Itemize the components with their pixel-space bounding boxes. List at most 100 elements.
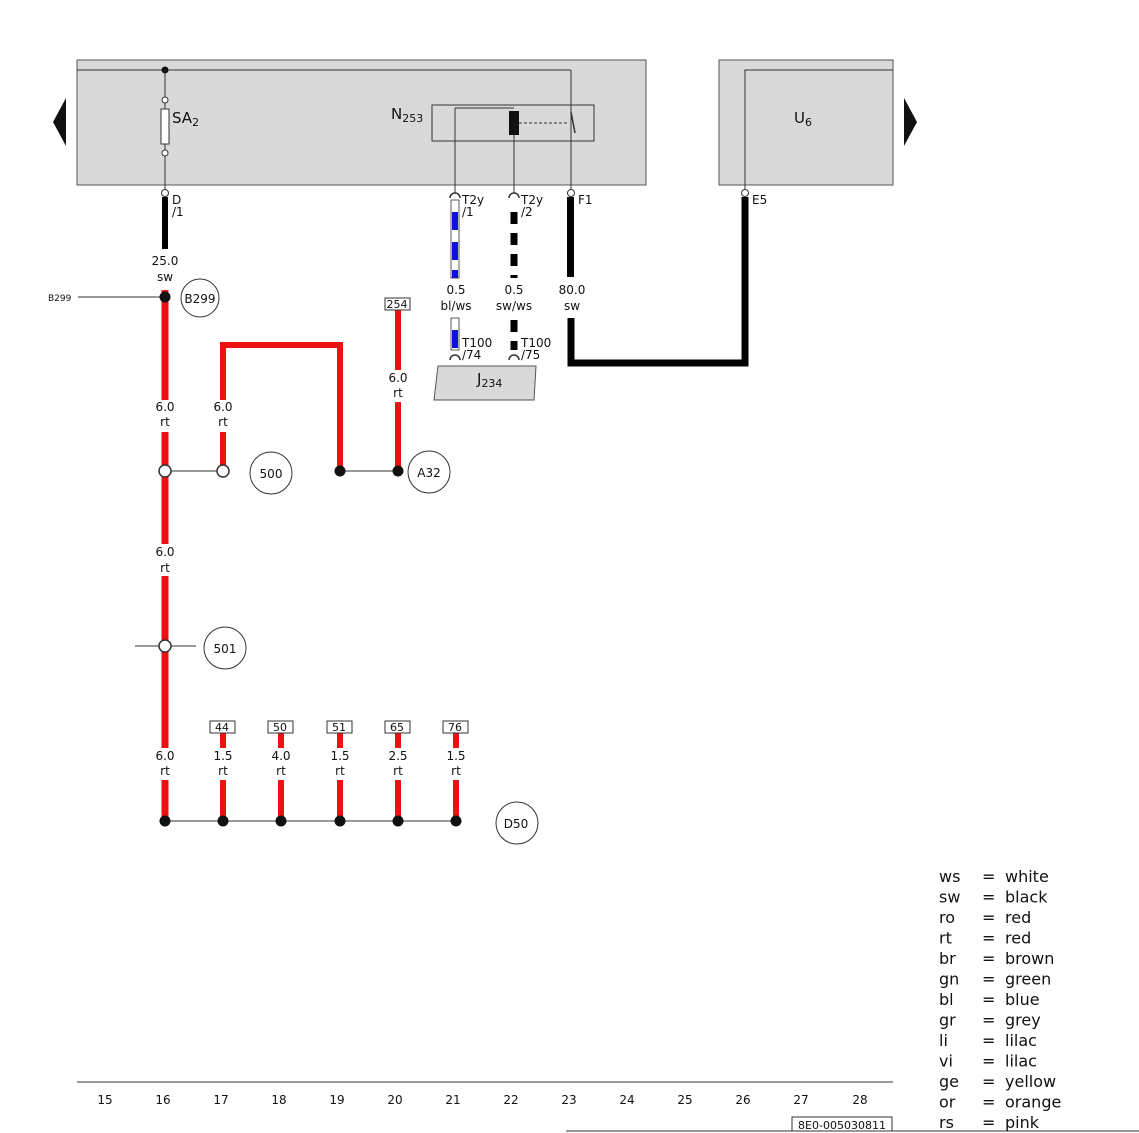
wire-color-label: sw xyxy=(564,299,580,313)
legend-code: bl xyxy=(939,990,954,1009)
pin-label: T2y xyxy=(461,193,484,207)
pin-label: F1 xyxy=(578,193,593,207)
legend-code: rt xyxy=(939,929,952,948)
wire-color-label: rt xyxy=(276,764,286,778)
wire-80-sw-top xyxy=(567,197,574,277)
label-gap xyxy=(150,748,180,780)
wire-color-label: rt xyxy=(218,764,228,778)
legend-code: rs xyxy=(939,1113,954,1132)
wire-bl-ws-sheath xyxy=(450,199,460,279)
a32-junction-left xyxy=(334,465,346,477)
reference-box xyxy=(267,720,294,734)
previous-page-arrow-icon[interactable] xyxy=(53,98,66,146)
connector-501-circle xyxy=(203,626,247,670)
wire-color-label: sw xyxy=(157,270,173,284)
column-number: 16 xyxy=(155,1093,170,1107)
reference-box xyxy=(384,720,411,734)
reference-box xyxy=(326,720,353,734)
wire-size-label: 6.0 xyxy=(155,749,174,763)
column-number: 17 xyxy=(213,1093,228,1107)
legend-eq: = xyxy=(982,908,995,927)
reference-label: 44 xyxy=(215,721,229,734)
legend-name: lilac xyxy=(1005,1031,1037,1050)
wire-17-loop xyxy=(220,342,343,471)
pin-number: /1 xyxy=(462,205,474,219)
junction-500-branch xyxy=(216,464,230,478)
legend-eq: = xyxy=(982,1031,995,1050)
column-numbers: 15 16 17 18 19 20 21 22 23 24 25 26 27 2… xyxy=(97,1093,867,1107)
connector-d50-label: D50 xyxy=(504,817,529,831)
d50-junction xyxy=(159,815,171,827)
fuse-terminal-top xyxy=(161,96,169,104)
wire-size-label: 6.0 xyxy=(213,400,232,414)
u6-internal-wire xyxy=(744,69,893,193)
junction-501 xyxy=(158,639,172,653)
wire-size-label: 6.0 xyxy=(155,545,174,559)
column-number: 20 xyxy=(387,1093,402,1107)
reference-box xyxy=(209,720,236,734)
pin-label: E5 xyxy=(752,193,767,207)
pin-t2y-2 xyxy=(508,192,520,199)
column-number: 21 xyxy=(445,1093,460,1107)
component-label-j234: J234 xyxy=(476,370,502,390)
connector-a32-circle xyxy=(407,450,451,494)
column-number: 26 xyxy=(735,1093,750,1107)
reference-label: 76 xyxy=(448,721,462,734)
pin-number: /75 xyxy=(521,348,540,362)
legend-code: or xyxy=(939,1093,956,1112)
legend-eq: = xyxy=(982,1011,995,1030)
connector-500-label: 500 xyxy=(260,467,283,481)
pin-number: /2 xyxy=(521,205,533,219)
wire-color-label: rt xyxy=(335,764,345,778)
column-number: 18 xyxy=(271,1093,286,1107)
wire-25-sw xyxy=(162,197,168,249)
legend-eq: = xyxy=(982,888,995,907)
pin-f1 xyxy=(567,189,575,197)
legend-name: black xyxy=(1005,888,1048,907)
legend-eq: = xyxy=(982,949,995,968)
wire-size-label: 6.0 xyxy=(155,400,174,414)
reference-label: 51 xyxy=(332,721,346,734)
legend-name: white xyxy=(1005,867,1049,886)
legend-name: blue xyxy=(1005,990,1040,1009)
connector-b299-circle xyxy=(180,278,220,318)
column-number: 28 xyxy=(852,1093,867,1107)
reference-label: 65 xyxy=(390,721,404,734)
connector-b299-side-label: B299 xyxy=(48,294,72,304)
wire-color-label: rt xyxy=(160,561,170,575)
wire-bl-ws-stripe xyxy=(452,242,458,260)
legend-code: sw xyxy=(939,888,960,907)
pin-number: /1 xyxy=(172,205,184,219)
label-gap xyxy=(325,748,355,780)
legend-name: lilac xyxy=(1005,1052,1037,1071)
legend-eq: = xyxy=(982,929,995,948)
fuse-terminal-bottom xyxy=(161,149,169,157)
fuse-icon xyxy=(160,108,170,145)
column-number: 22 xyxy=(503,1093,518,1107)
u6-housing xyxy=(718,59,894,186)
relay-n253-box xyxy=(431,104,595,142)
legend-name: grey xyxy=(1005,1011,1041,1030)
legend-code: ws xyxy=(939,867,960,886)
legend-eq: = xyxy=(982,1052,995,1071)
wire-bl-ws-stripe xyxy=(452,330,458,348)
legend-code: ge xyxy=(939,1072,959,1091)
label-gap xyxy=(266,748,296,780)
wire-color-label: rt xyxy=(160,415,170,429)
legend-code: gn xyxy=(939,970,959,989)
legend-eq: = xyxy=(982,867,995,886)
label-gap xyxy=(383,370,413,402)
next-page-arrow-icon[interactable] xyxy=(904,98,917,146)
wire-bl-ws-stripe xyxy=(452,212,458,230)
wire-color-label: rt xyxy=(218,415,228,429)
column-number: 19 xyxy=(329,1093,344,1107)
legend-code: gr xyxy=(939,1011,956,1030)
connector-500-circle xyxy=(249,451,293,495)
label-gap xyxy=(150,544,180,576)
legend-name: orange xyxy=(1005,1093,1061,1112)
pin-t2y-1 xyxy=(449,192,461,199)
component-label-u6: U6 xyxy=(794,109,812,129)
legend-eq: = xyxy=(982,1113,995,1132)
legend-name: green xyxy=(1005,970,1051,989)
